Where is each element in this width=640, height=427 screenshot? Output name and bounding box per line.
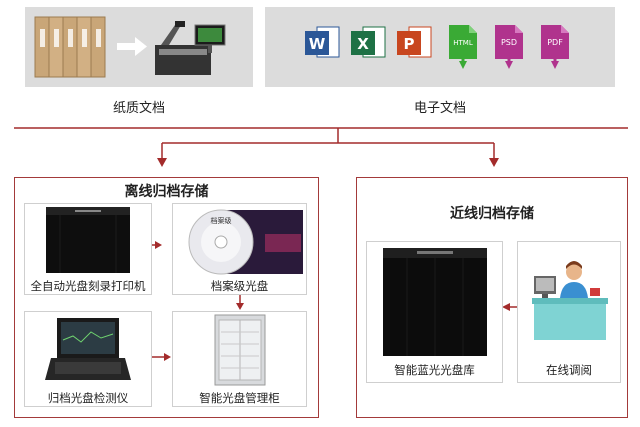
bluray-library-card: 智能蓝光光盘库 <box>366 241 503 383</box>
powerpoint-icon: P <box>397 26 432 58</box>
online-access-label: 在线调阅 <box>546 363 592 377</box>
archive-disc-label: 档案级光盘 <box>210 279 269 293</box>
bluray-library-label: 智能蓝光光盘库 <box>394 363 475 377</box>
paper-to-scanner-illustration <box>34 16 226 78</box>
disc-printer-label: 全自动光盘刻录打印机 <box>30 279 146 293</box>
word-icon: W <box>305 26 340 58</box>
paper-docs-label: 纸质文档 <box>112 101 165 116</box>
arrow-right-icon <box>117 37 147 56</box>
svg-text:W: W <box>309 35 326 53</box>
arrow-tester-to-cabinet <box>164 353 171 361</box>
file-format-icons: W X P HTML PSD <box>305 25 569 69</box>
archive-boxes-icon <box>34 16 106 78</box>
bluray-library-icon <box>383 248 487 356</box>
offline-archive-title: 离线归档存储 <box>124 184 209 200</box>
electronic-docs-panel: W X P HTML PSD <box>265 7 615 87</box>
html-icon: HTML <box>449 25 477 69</box>
disc-printer-card: 全自动光盘刻录打印机 <box>24 203 152 295</box>
excel-icon: X <box>351 26 386 58</box>
disc-cabinet-card: 智能光盘管理柜 <box>172 311 307 407</box>
archive-disc-card: 档案级 档案级光盘 <box>172 203 307 295</box>
svg-text:X: X <box>357 35 369 53</box>
svg-text:HTML: HTML <box>453 39 473 47</box>
psd-icon: PSD <box>495 25 523 69</box>
disc-printer-icon <box>46 207 130 273</box>
paper-docs-panel <box>25 7 253 87</box>
arrow-printer-to-disc <box>155 241 162 249</box>
svg-text:PSD: PSD <box>501 38 517 47</box>
offline-archive-frame <box>14 177 319 418</box>
pdf-icon: PDF <box>541 25 569 69</box>
arrow-access-to-library <box>502 303 510 311</box>
disc-tester-card: 归档光盘检测仪 <box>24 311 152 407</box>
disc-cabinet-label: 智能光盘管理柜 <box>199 391 280 405</box>
electronic-docs-label: 电子文档 <box>413 101 466 116</box>
archive-disc-icon: 档案级 <box>188 209 303 275</box>
online-access-icon <box>532 261 608 340</box>
svg-text:P: P <box>404 35 415 53</box>
disc-tester-icon <box>45 318 131 380</box>
nearline-archive-title: 近线归档存储 <box>450 206 534 222</box>
svg-text:档案级: 档案级 <box>211 216 232 225</box>
scanner-icon <box>155 21 226 75</box>
svg-text:PDF: PDF <box>547 38 563 47</box>
arrow-disc-to-cabinet <box>236 303 244 310</box>
disc-tester-label: 归档光盘检测仪 <box>47 391 129 405</box>
disc-cabinet-icon <box>214 314 266 386</box>
online-access-card: 在线调阅 <box>517 241 621 383</box>
nearline-archive-frame <box>356 177 628 418</box>
